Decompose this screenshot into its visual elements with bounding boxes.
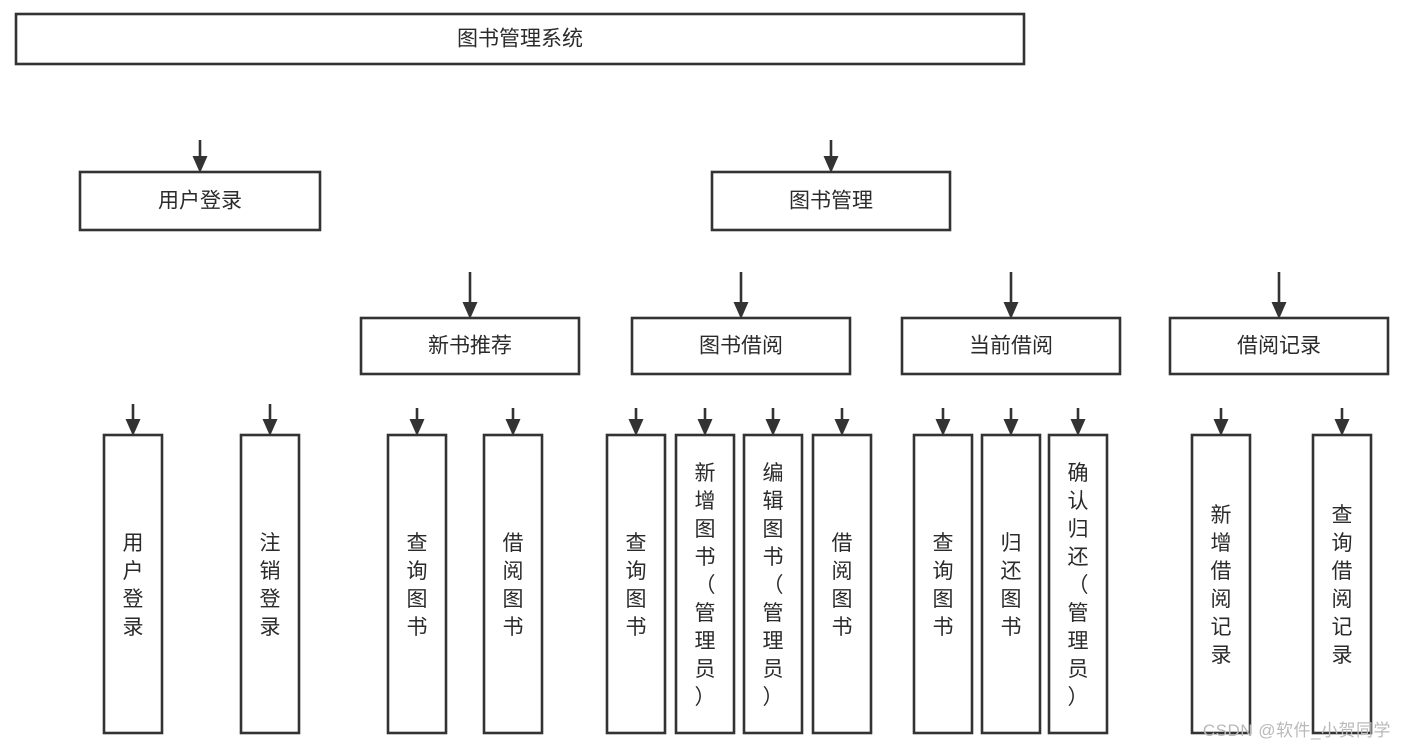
node-label-current-borrow: 当前借阅: [969, 335, 1053, 358]
node-label-book-management: 图书管理: [789, 190, 873, 213]
node-box-borrow-record[interactable]: [1168, 316, 1390, 376]
node-box-leaf-borrow-book[interactable]: [811, 433, 873, 735]
node-box-leaf-add-book[interactable]: [674, 433, 736, 735]
arrow-head-icon: [834, 419, 850, 436]
node-box-leaf-query-borrow-record[interactable]: [1311, 433, 1373, 735]
boxes-layer: [14, 12, 1390, 735]
arrow-head-icon: [1213, 419, 1229, 436]
node-label-user-login: 用户登录: [158, 190, 242, 213]
node-label-leaf-add-book: 新增图书（管理员）: [695, 462, 716, 709]
node-box-book-borrow[interactable]: [630, 316, 852, 376]
node-box-leaf-logout[interactable]: [239, 433, 301, 735]
arrow-head-icon: [1334, 419, 1350, 436]
node-label-leaf-return-book: 归还图书: [1001, 532, 1022, 639]
node-box-new-book-recommend[interactable]: [359, 316, 581, 376]
labels-layer: 图书管理系统用户登录图书管理新书推荐图书借阅当前借阅借阅记录用户登录注销登录查询…: [123, 28, 1353, 709]
node-box-book-management[interactable]: [710, 170, 952, 232]
node-label-leaf-user-login: 用户登录: [123, 532, 144, 639]
arrow-head-icon: [1070, 419, 1086, 436]
node-box-leaf-edit-book[interactable]: [742, 433, 804, 735]
node-label-leaf-borrow-book: 借阅图书: [832, 532, 853, 639]
node-box-leaf-query-book-recommend[interactable]: [386, 433, 448, 735]
arrow-head-icon: [628, 419, 644, 436]
node-label-book-borrow: 图书借阅: [699, 335, 783, 358]
node-label-leaf-logout: 注销登录: [260, 532, 281, 639]
node-label-leaf-query-book-borrow: 查询图书: [626, 532, 647, 639]
node-label-new-book-recommend: 新书推荐: [428, 335, 512, 358]
arrow-head-icon: [823, 156, 839, 173]
arrow-head-icon: [1003, 302, 1019, 319]
arrow-head-icon: [1271, 302, 1287, 319]
node-label-borrow-record: 借阅记录: [1237, 335, 1321, 358]
node-label-leaf-query-borrow-record: 查询借阅记录: [1332, 504, 1353, 667]
node-box-leaf-user-login[interactable]: [102, 433, 164, 735]
node-label-leaf-edit-book: 编辑图书（管理员）: [763, 462, 784, 709]
arrow-head-icon: [935, 419, 951, 436]
node-box-leaf-add-borrow-record[interactable]: [1190, 433, 1252, 735]
node-label-leaf-query-book-current: 查询图书: [933, 532, 954, 639]
arrow-head-icon: [409, 419, 425, 436]
node-label-leaf-confirm-return: 确认归还（管理员）: [1068, 462, 1089, 709]
node-label-leaf-add-borrow-record: 新增借阅记录: [1211, 504, 1232, 667]
node-box-leaf-query-book-current[interactable]: [912, 433, 974, 735]
node-box-leaf-borrow-book-recommend[interactable]: [482, 433, 544, 735]
arrow-head-icon: [505, 419, 521, 436]
node-box-leaf-confirm-return[interactable]: [1047, 433, 1109, 735]
arrow-head-icon: [462, 302, 478, 319]
node-box-leaf-return-book[interactable]: [980, 433, 1042, 735]
arrow-head-icon: [733, 302, 749, 319]
arrow-head-icon: [262, 419, 278, 436]
node-label-leaf-query-book-recommend: 查询图书: [407, 532, 428, 639]
arrow-head-icon: [765, 419, 781, 436]
node-box-user-login[interactable]: [78, 170, 322, 232]
arrow-head-icon: [697, 419, 713, 436]
arrow-head-icon: [125, 419, 141, 436]
node-label-leaf-borrow-book-recommend: 借阅图书: [503, 532, 524, 639]
node-box-root[interactable]: [14, 12, 1026, 66]
connectors-layer: [126, 140, 1350, 436]
arrow-head-icon: [1003, 419, 1019, 436]
node-box-leaf-query-book-borrow[interactable]: [605, 433, 667, 735]
node-box-current-borrow[interactable]: [900, 316, 1122, 376]
node-label-root: 图书管理系统: [457, 28, 583, 51]
arrow-head-icon: [192, 156, 208, 173]
csdn-watermark: CSDN @软件_小贺同学: [1202, 721, 1391, 740]
